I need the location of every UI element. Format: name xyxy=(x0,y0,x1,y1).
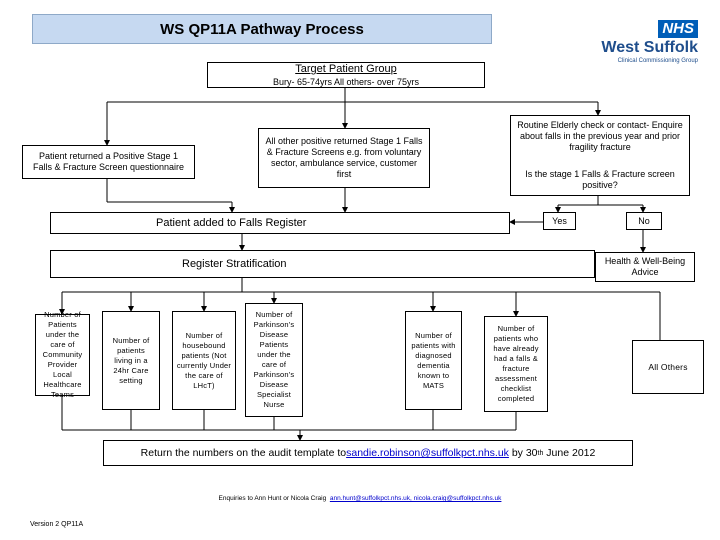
return-text-after: by 30 xyxy=(508,447,538,459)
return-email-link[interactable]: sandie.robinson@suffolkpct.nhs.uk xyxy=(346,447,509,459)
target-group-label: Target Patient Group xyxy=(295,63,397,75)
page-title: WS QP11A Pathway Process xyxy=(32,14,492,44)
return-text-end: June 2012 xyxy=(543,447,596,459)
return-text-sup: th xyxy=(537,449,544,457)
positive-questionnaire-box: Patient returned a Positive Stage 1 Fall… xyxy=(22,145,195,179)
routine-check-box: Routine Elderly check or contact- Enquir… xyxy=(510,115,690,196)
target-group-detail: Bury- 65-74yrs All others- over 75yrs xyxy=(272,77,420,87)
routine-check-text: Routine Elderly check or contact- Enquir… xyxy=(517,120,683,152)
falls-register-box: Patient added to Falls Register xyxy=(50,212,510,234)
no-box: No xyxy=(626,212,662,230)
return-numbers-box: Return the numbers on the audit template… xyxy=(103,440,633,466)
category-assessment-completed: Number of patients who have already had … xyxy=(484,316,548,412)
enquiries-text: Enquiries to Ann Hunt or Nicola Craig xyxy=(218,495,329,502)
nhs-logo-mark: NHS xyxy=(658,20,698,38)
category-community-provider: Number of Patients under the care of Com… xyxy=(35,310,90,399)
org-name: West Suffolk xyxy=(601,39,698,56)
target-group-box: Target Patient Group Bury- 65-74yrs All … xyxy=(207,62,485,88)
yes-box: Yes xyxy=(543,212,576,230)
nhs-logo: NHS West Suffolk Clinical Commissioning … xyxy=(588,20,698,65)
category-all-others: All Others xyxy=(632,340,704,394)
register-stratification-box: Register Stratification xyxy=(50,250,595,278)
return-text-before: Return the numbers on the audit template… xyxy=(140,447,347,459)
other-sources-box: All other positive returned Stage 1 Fall… xyxy=(258,128,430,188)
category-housebound: Number of housebound patients (Not curre… xyxy=(172,311,236,410)
category-24hr-care: Number of patients living in a 24hr Care… xyxy=(102,311,160,410)
category-parkinsons: Number of Parkinson's Disease Patients u… xyxy=(245,303,303,417)
enquiries-line: Enquiries to Ann Hunt or Nicola Craig an… xyxy=(0,494,720,503)
org-subtitle: Clinical Commissioning Group xyxy=(617,58,698,64)
health-wellbeing-box: Health & Well-Being Advice xyxy=(595,252,695,282)
version-label: Version 2 QP11A xyxy=(30,521,84,528)
screen-positive-question: Is the stage 1 Falls & Fracture screen p… xyxy=(525,169,675,190)
enquiries-email-links[interactable]: ann.hunt@suffolkpct.nhs.uk, nicola.craig… xyxy=(329,495,502,502)
category-dementia-mats: Number of patients with diagnosed dement… xyxy=(405,311,462,410)
